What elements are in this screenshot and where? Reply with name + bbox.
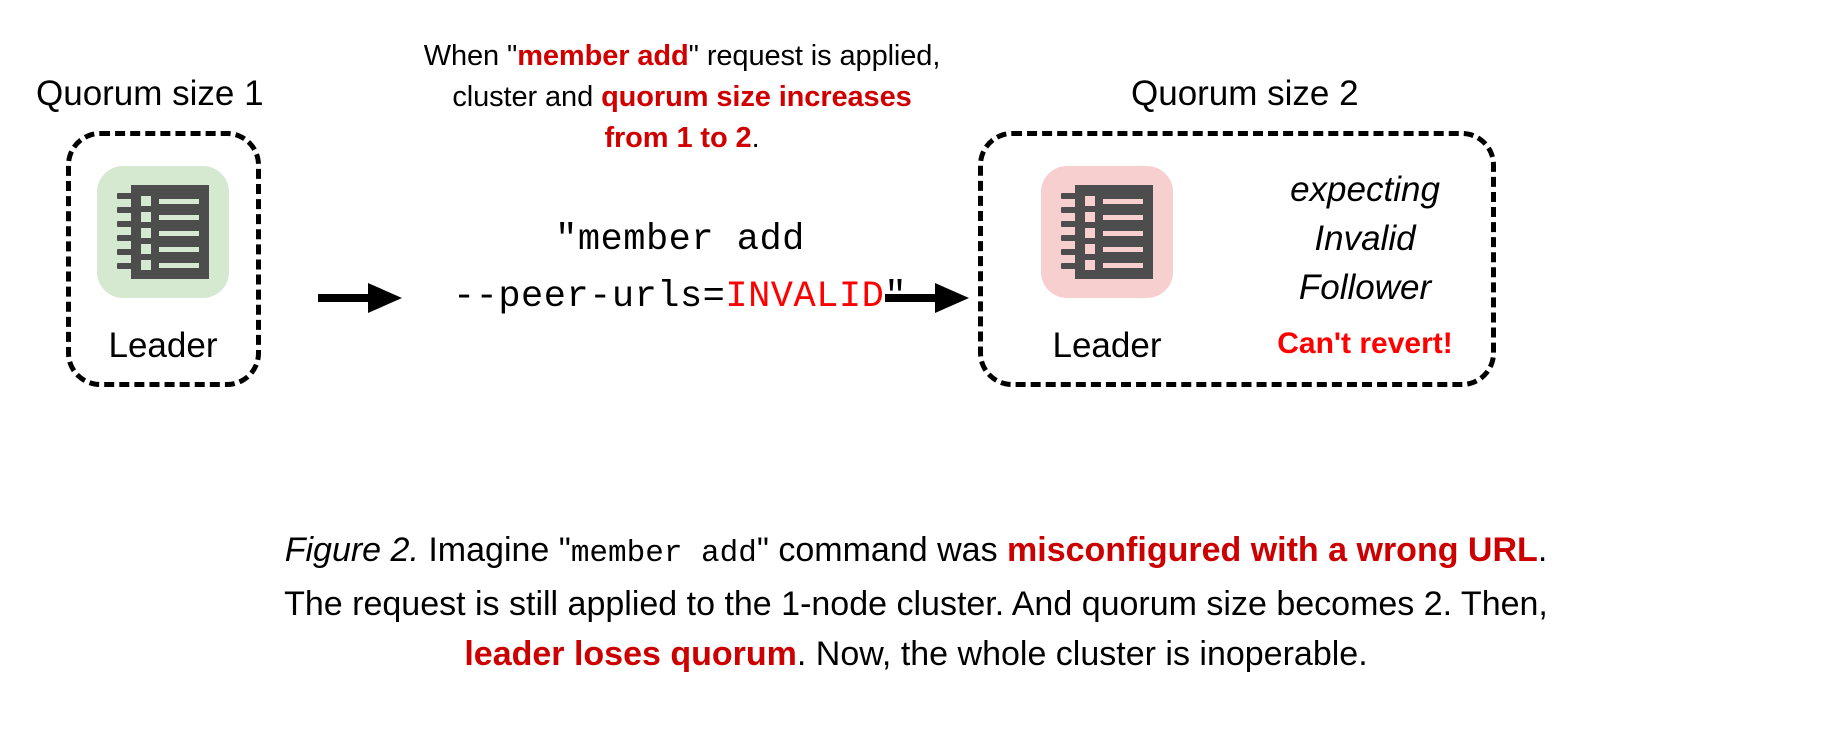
- status-line-invalid: Invalid: [1314, 219, 1416, 258]
- notebook-icon: [117, 185, 209, 279]
- caption-highlight-leader-loses-quorum: leader loses quorum: [464, 635, 797, 673]
- annotation-line1-suffix: " request is applied,: [688, 40, 941, 72]
- node-left: Leader: [97, 166, 229, 363]
- node-label-right: Leader: [1052, 326, 1162, 365]
- cluster-box-right: [978, 131, 1496, 387]
- caption-segment-1: Imagine ": [418, 531, 571, 569]
- node-tile-right: [1041, 166, 1173, 307]
- command-line-1: "member add: [555, 219, 805, 261]
- status-line-expecting: expecting: [1290, 170, 1440, 209]
- caption-segment-2: " command was: [756, 531, 1008, 569]
- node-right: Leader: [1041, 166, 1173, 363]
- figure-caption: Figure 2. Imagine "member add" command w…: [50, 525, 1782, 679]
- node-label-left: Leader: [108, 326, 218, 365]
- command-line-2: --peer-urls=INVALID": [420, 269, 940, 326]
- annotation-line3-period: .: [751, 122, 760, 154]
- annotation-quorum-increase-highlight: quorum size increases: [601, 81, 912, 113]
- command-flag-prefix: --peer-urls=: [452, 276, 726, 318]
- node-tile-left: [97, 166, 229, 307]
- cluster-box-left: [66, 131, 261, 387]
- caption-highlight-misconfigured: misconfigured with a wrong URL: [1007, 531, 1538, 569]
- quorum-size-label-right: Quorum size 2: [1131, 74, 1359, 113]
- status-line-follower: Follower: [1298, 268, 1432, 307]
- annotation-line2-prefix: cluster and: [452, 81, 602, 113]
- figure-number-label: Figure 2.: [284, 531, 419, 569]
- arrow-right-1: [318, 283, 402, 313]
- arrow-right-2: [885, 283, 969, 313]
- caption-segment-3: .: [1537, 531, 1548, 569]
- annotation-line1-prefix: When ": [423, 40, 518, 72]
- annotation-member-add-highlight: member add: [517, 40, 689, 72]
- top-annotation: When "member add" request is applied, cl…: [372, 36, 992, 159]
- caption-segment-4: The request is still applied to the 1-no…: [284, 585, 1548, 623]
- cant-revert-warning: Can't revert!: [1277, 327, 1453, 360]
- command-invalid-value: INVALID: [725, 276, 885, 318]
- notebook-icon: [1061, 185, 1153, 279]
- status-block: expecting Invalid Follower Can't revert!: [1250, 165, 1480, 359]
- annotation-from-1-to-2-highlight: from 1 to 2: [604, 122, 752, 154]
- command-block: "member add --peer-urls=INVALID": [420, 212, 940, 326]
- quorum-size-label-left: Quorum size 1: [36, 74, 264, 113]
- caption-segment-5: . Now, the whole cluster is inoperable.: [796, 635, 1368, 673]
- caption-command-mono: member add: [570, 536, 757, 571]
